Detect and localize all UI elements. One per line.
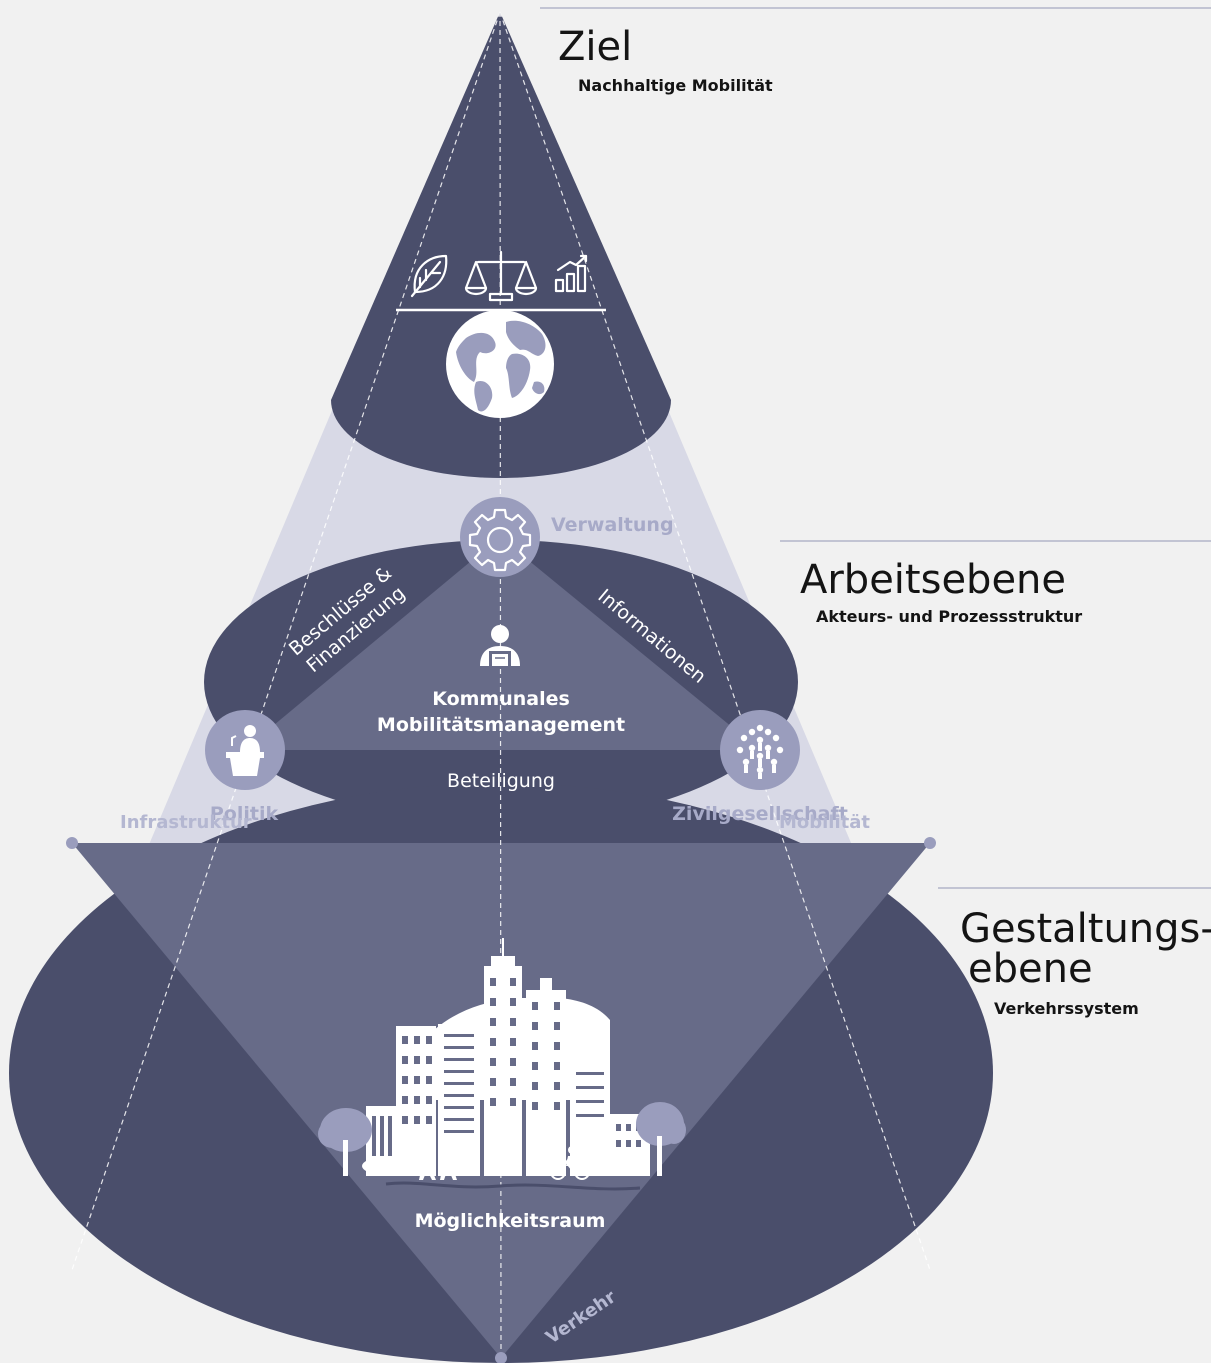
ziel-subtitle: Nachhaltige Mobilität [578,76,773,95]
actor-triangle [244,537,760,750]
gear-icon [468,508,532,572]
mobility-dot [924,837,936,849]
mobilitaet-label: Mobilität [779,812,870,833]
dashed-guides [71,11,931,1359]
traffic-dot [495,1352,507,1363]
gestaltung-subtitle: Verkehrssystem [994,999,1139,1018]
goal-cone [331,12,671,478]
infrastruktur-label: Infrastruktur [120,812,252,833]
arbeit-subtitle: Akteurs- und Prozessstruktur [816,607,1082,626]
politik-label: Politik [210,803,279,825]
podium-speaker-icon [226,725,264,776]
city-skyline-icon [318,938,686,1191]
manager-icon [480,625,520,669]
gestaltung-title-line1: Gestaltungs- [960,906,1211,952]
ziel-title: Ziel [558,24,632,70]
zivilgesellschaft-label: Zivilgesellschaft [672,803,848,825]
center-label-line2: Mobilitätsmanagement [377,714,625,736]
verwaltung-label: Verwaltung [551,514,674,536]
crowd-icon [736,724,784,779]
arbeit-title: Arbeitsebene [800,557,1066,603]
globe-icon [446,310,554,418]
leaf-icon [410,254,448,298]
center-label-line1: Kommunales [432,688,570,710]
growth-chart-icon [554,254,588,293]
moeglichkeitsraum-label: Möglichkeitsraum [415,1210,606,1232]
beteiligung-label: Beteiligung [447,770,555,792]
infrastructure-dot [66,837,78,849]
scales-icon [464,250,538,302]
gestaltung-title-line2: ebene [968,946,1093,992]
